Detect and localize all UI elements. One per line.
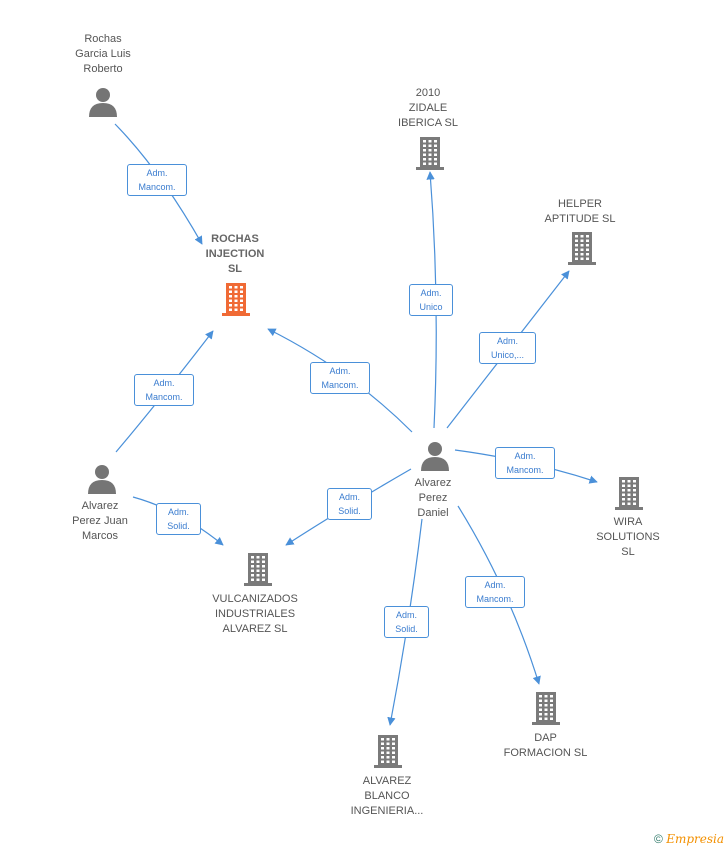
- node-label: VULCANIZADOS INDUSTRIALES ALVAREZ SL: [212, 593, 298, 635]
- building-icon[interactable]: [373, 733, 403, 774]
- node-label: ROCHAS INJECTION SL: [205, 233, 265, 275]
- node-wira[interactable]: WIRA SOLUTIONS SL: [578, 515, 678, 560]
- edge-label[interactable]: Adm. Unico,...: [479, 332, 536, 364]
- node-rochas-garcia[interactable]: Rochas Garcia Luis Roberto: [53, 32, 153, 77]
- node-label: HELPER APTITUDE SL: [544, 198, 616, 225]
- node-label: Rochas Garcia Luis Roberto: [75, 33, 131, 75]
- node-zidale[interactable]: 2010 ZIDALE IBERICA SL: [378, 86, 478, 131]
- node-alvarez-juan[interactable]: Alvarez Perez Juan Marcos: [50, 499, 150, 544]
- node-helper[interactable]: HELPER APTITUDE SL: [530, 197, 630, 227]
- node-dap[interactable]: DAP FORMACION SL: [493, 731, 598, 761]
- edge-label[interactable]: Adm. Mancom.: [134, 374, 194, 406]
- node-alvarez-daniel[interactable]: Alvarez Perez Daniel: [383, 476, 483, 521]
- edge-label[interactable]: Adm. Mancom.: [495, 447, 555, 479]
- node-rochas-injection[interactable]: ROCHAS INJECTION SL: [185, 232, 285, 277]
- node-label: Alvarez Perez Juan Marcos: [72, 500, 128, 542]
- node-label: ALVAREZ BLANCO INGENIERIA...: [350, 775, 424, 817]
- person-icon[interactable]: [88, 86, 118, 123]
- node-label: DAP FORMACION SL: [503, 732, 588, 759]
- edge-label[interactable]: Adm. Mancom.: [310, 362, 370, 394]
- building-icon[interactable]: [415, 135, 445, 176]
- edge-label[interactable]: Adm. Solid.: [327, 488, 372, 520]
- node-vulcanizados[interactable]: VULCANIZADOS INDUSTRIALES ALVAREZ SL: [195, 592, 315, 637]
- node-label: Alvarez Perez Daniel: [414, 477, 452, 519]
- building-icon-main[interactable]: [221, 281, 251, 322]
- edge-label[interactable]: Adm. Solid.: [384, 606, 429, 638]
- footer-brand: © Empresia: [654, 832, 724, 846]
- edge-label[interactable]: Adm. Solid.: [156, 503, 201, 535]
- building-icon[interactable]: [567, 230, 597, 271]
- node-label: WIRA SOLUTIONS SL: [596, 516, 660, 558]
- node-label: 2010 ZIDALE IBERICA SL: [398, 87, 458, 129]
- building-icon[interactable]: [531, 690, 561, 731]
- brand-logo: Empresia: [666, 832, 724, 846]
- building-icon[interactable]: [614, 475, 644, 516]
- copyright-icon: ©: [654, 832, 663, 846]
- edge-label[interactable]: Adm. Mancom.: [465, 576, 525, 608]
- person-icon[interactable]: [420, 440, 450, 477]
- person-icon[interactable]: [87, 463, 117, 500]
- edge-label[interactable]: Adm. Mancom.: [127, 164, 187, 196]
- building-icon[interactable]: [243, 551, 273, 592]
- node-alvarez-blanco[interactable]: ALVAREZ BLANCO INGENIERIA...: [337, 774, 437, 819]
- edge-label[interactable]: Adm. Unico: [409, 284, 453, 316]
